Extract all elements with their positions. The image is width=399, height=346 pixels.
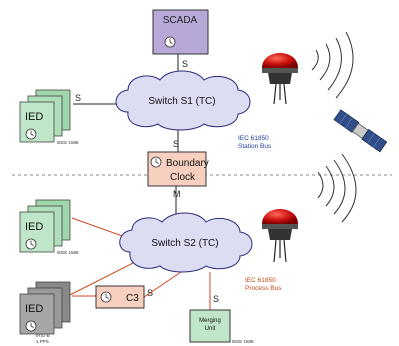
scada-port-label: S [182,59,188,69]
boundary-clock-icon [150,156,162,168]
merging-line1: Merging [199,318,221,324]
station-bus-line2: Station Bus [238,143,272,150]
station-ied-stack[interactable]: IED [19,89,71,143]
scada-label: SCADA [163,15,198,26]
boundary-clock[interactable]: Boundary Clock [147,151,209,187]
station-ied-port: S [75,93,81,103]
process-bus-line1: IEC 61850 [245,277,276,284]
process-bus-line2: Process Bus [245,285,282,292]
gps-antenna-bottom [262,209,298,263]
gray-ied-clock-icon [25,320,37,332]
irigb-note: IRIG-B [36,333,50,338]
boundary-master-port: M [173,189,181,199]
gray-ied-label: IED [25,303,43,315]
c3-clock-icon [100,291,112,303]
merging-ieee-note: IEEE 1588 [232,339,254,344]
c3-port: S [147,288,153,298]
switch-s2-cloud [119,212,253,273]
signal-waves-top [311,31,354,99]
c3-label: C3 [126,293,139,304]
process-ied-clock-icon [25,238,37,250]
station-ied-label: IED [25,111,43,123]
merging-port: S [213,294,219,304]
scada-clock-icon [164,36,176,48]
process-ied-ieee-note: IEEE 1588 [57,250,79,255]
gps-antenna-top [262,53,298,105]
process-ied-stack[interactable]: IED [19,199,71,253]
process-ied-label: IED [25,221,43,233]
switch-s1-cloud [115,70,251,131]
switch-s1-top-port: S [173,139,179,149]
satellite-icon [333,109,388,153]
boundary-line1: Boundary [166,158,209,169]
station-ied-ieee-note: IEEE 1588 [57,140,79,145]
station-ied-clock-icon [25,128,37,140]
switch-s2[interactable]: Switch S2 (TC) [119,212,253,273]
scada-node[interactable]: SCADA [152,9,209,55]
switch-s1-label: Switch S1 (TC) [148,96,215,107]
switch-s1[interactable]: Switch S1 (TC) [115,70,251,131]
process-links [59,217,211,310]
gray-ied-stack[interactable]: IED [19,281,71,335]
merging-unit[interactable]: Merging Unit [189,309,231,343]
pps-note: 1 PPS [36,339,49,344]
merging-line2: Unit [205,326,216,332]
boundary-line2: Clock [170,172,196,183]
c3-node[interactable]: C3 [95,285,145,309]
switch-s2-label: Switch S2 (TC) [151,238,218,249]
station-bus-line1: IEC 61850 [238,135,269,142]
signal-waves-bottom [317,153,357,223]
